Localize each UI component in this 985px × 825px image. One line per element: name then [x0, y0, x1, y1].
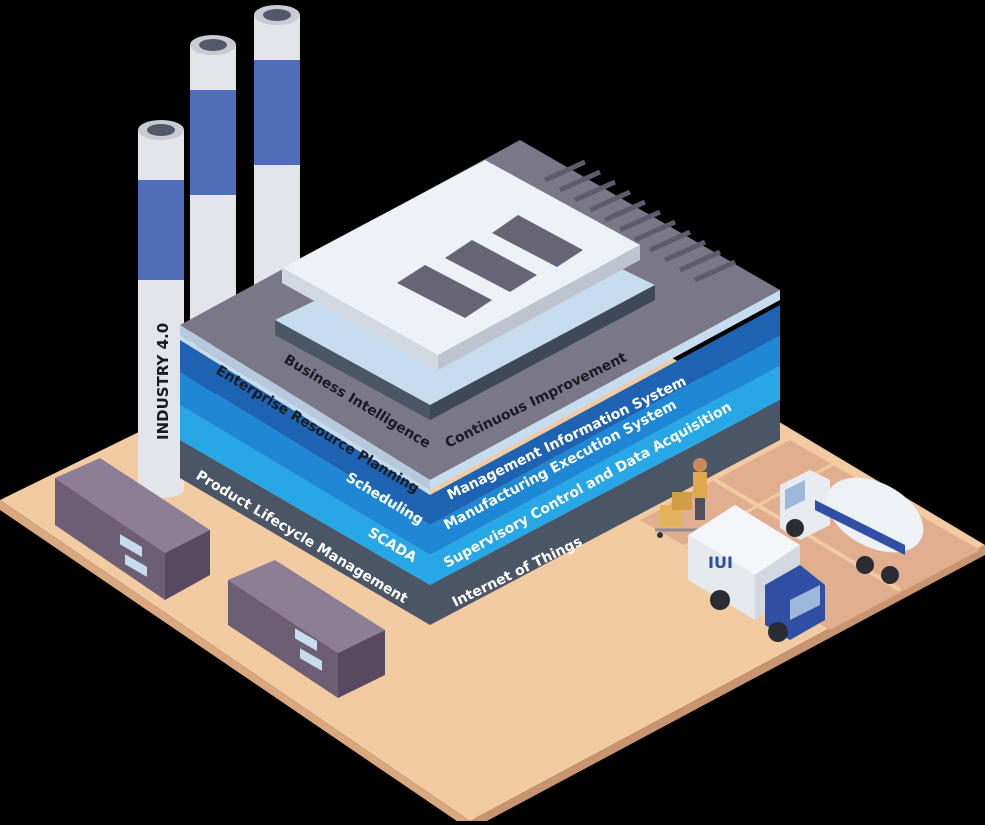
container-left: [55, 458, 210, 600]
chimney-left: [138, 120, 184, 498]
top-block: [275, 160, 655, 420]
box-truck: IUI: [688, 505, 825, 642]
tanker-truck: [780, 470, 924, 584]
box-truck-logo: IUI: [708, 553, 733, 572]
roof-vent-grille: [543, 159, 737, 283]
chimney-middle: [190, 35, 236, 345]
chimney-label: INDUSTRY 4.0: [154, 323, 172, 440]
container-right: [228, 560, 385, 698]
